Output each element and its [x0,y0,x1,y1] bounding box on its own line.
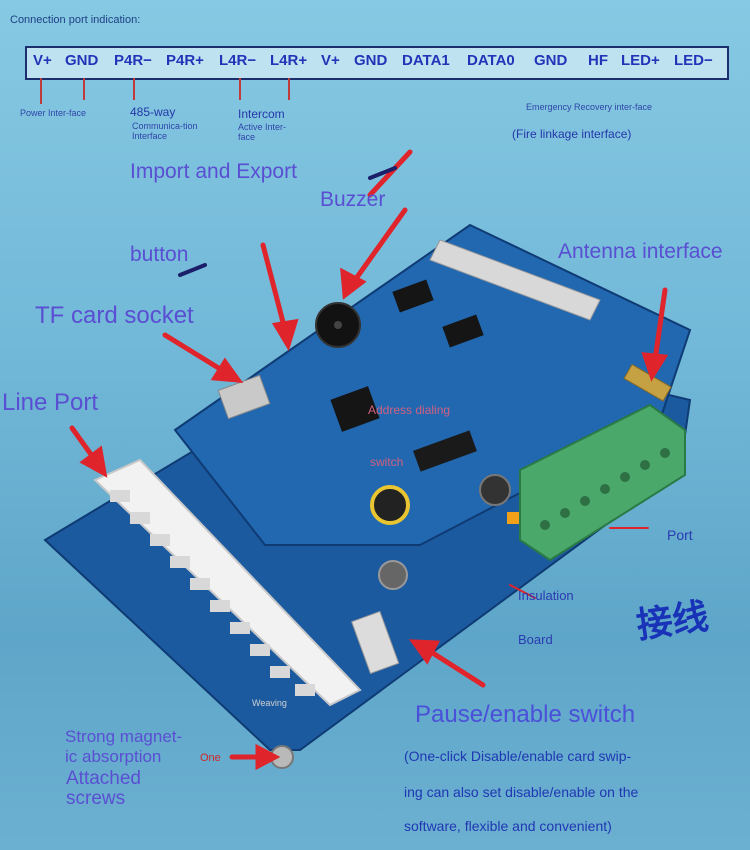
weaving-label: Weaving [252,698,287,708]
ic-chip-1 [392,279,434,313]
tf-card-label: TF card socket [35,302,194,329]
address-dialing-label: Address dialing [368,403,451,417]
pause-switch-body [351,610,400,675]
pin-p4r-minus: P4R− [114,52,152,69]
pause-desc-line-3: software, flexible and convenient) [404,818,612,834]
one-label: One [200,752,221,764]
pause-desc-line-2: ing can also set disable/enable on the [404,784,639,800]
pin-v-plus-2: V+ [321,52,340,69]
board-label: Board [518,632,553,647]
pin-l4r-minus: L4R− [219,52,257,69]
pin-l4r-plus: L4R+ [270,52,308,69]
power-interface-note: Power Inter-face [20,108,87,118]
tick-gnd [83,78,85,100]
wiring-cjk-label: 接线 [633,595,711,646]
magnet-line-1: Strong magnet- [65,727,183,746]
magnet-line-4: screws [66,788,126,809]
pin-led-plus: LED+ [621,52,660,69]
port-label: Port [667,527,693,543]
terminal-block [519,403,686,562]
pin-gnd-1: GND [65,52,99,69]
coin-battery [370,485,410,525]
line-port-connectors [93,458,362,707]
connection-title: Connection port indication: [10,14,141,26]
tick-power [40,78,42,104]
antenna-label: Antenna interface [558,240,723,263]
pin-p4r-plus: P4R+ [166,52,204,69]
pin-header [429,239,601,321]
pin-v-plus-1: V+ [33,52,52,69]
line-port-label: Line Port [2,389,99,416]
rs485-sub-note: Communica-tion Interface [132,121,198,141]
fire-linkage-note: (Fire linkage interface) [512,127,632,141]
pin-data1: DATA1 [402,52,450,69]
switch-label: switch [370,455,404,469]
tick-485 [133,78,135,100]
tick-intercom-1 [239,78,241,100]
insulation-label: Insulation [518,588,574,603]
pin-gnd-2: GND [354,52,388,69]
dip-switch [413,430,477,472]
button-label: button [130,243,189,266]
pin-hf: HF [588,52,608,69]
emergency-note: Emergency Recovery inter-face [526,102,653,112]
capacitor-2 [378,560,408,590]
pin-led-minus: LED− [674,52,713,69]
capacitor [479,474,511,506]
pin-data0: DATA0 [467,52,515,69]
ic-chip-2 [442,314,484,348]
intercom-note: Intercom [238,107,285,121]
magnet-line-3: Attached [66,768,141,789]
pause-switch-label: Pause/enable switch [415,701,636,728]
magnet-line-2: ic absorption [65,747,162,766]
tf-socket [217,374,271,420]
pause-desc-line-1: (One-click Disable/enable card swip- [404,748,632,764]
mcu-chip [330,386,380,432]
pin-gnd-3: GND [534,52,568,69]
rs485-note: 485-way [130,105,176,119]
intercom-sub-note: Active Inter-face [238,122,287,142]
import-export-label: Import and Export [130,160,297,183]
tick-intercom-2 [288,78,290,100]
buzzer-label: Buzzer [320,188,386,211]
pin-strip: V+ GND P4R− P4R+ L4R− L4R+ V+ GND DATA1 … [25,46,729,80]
